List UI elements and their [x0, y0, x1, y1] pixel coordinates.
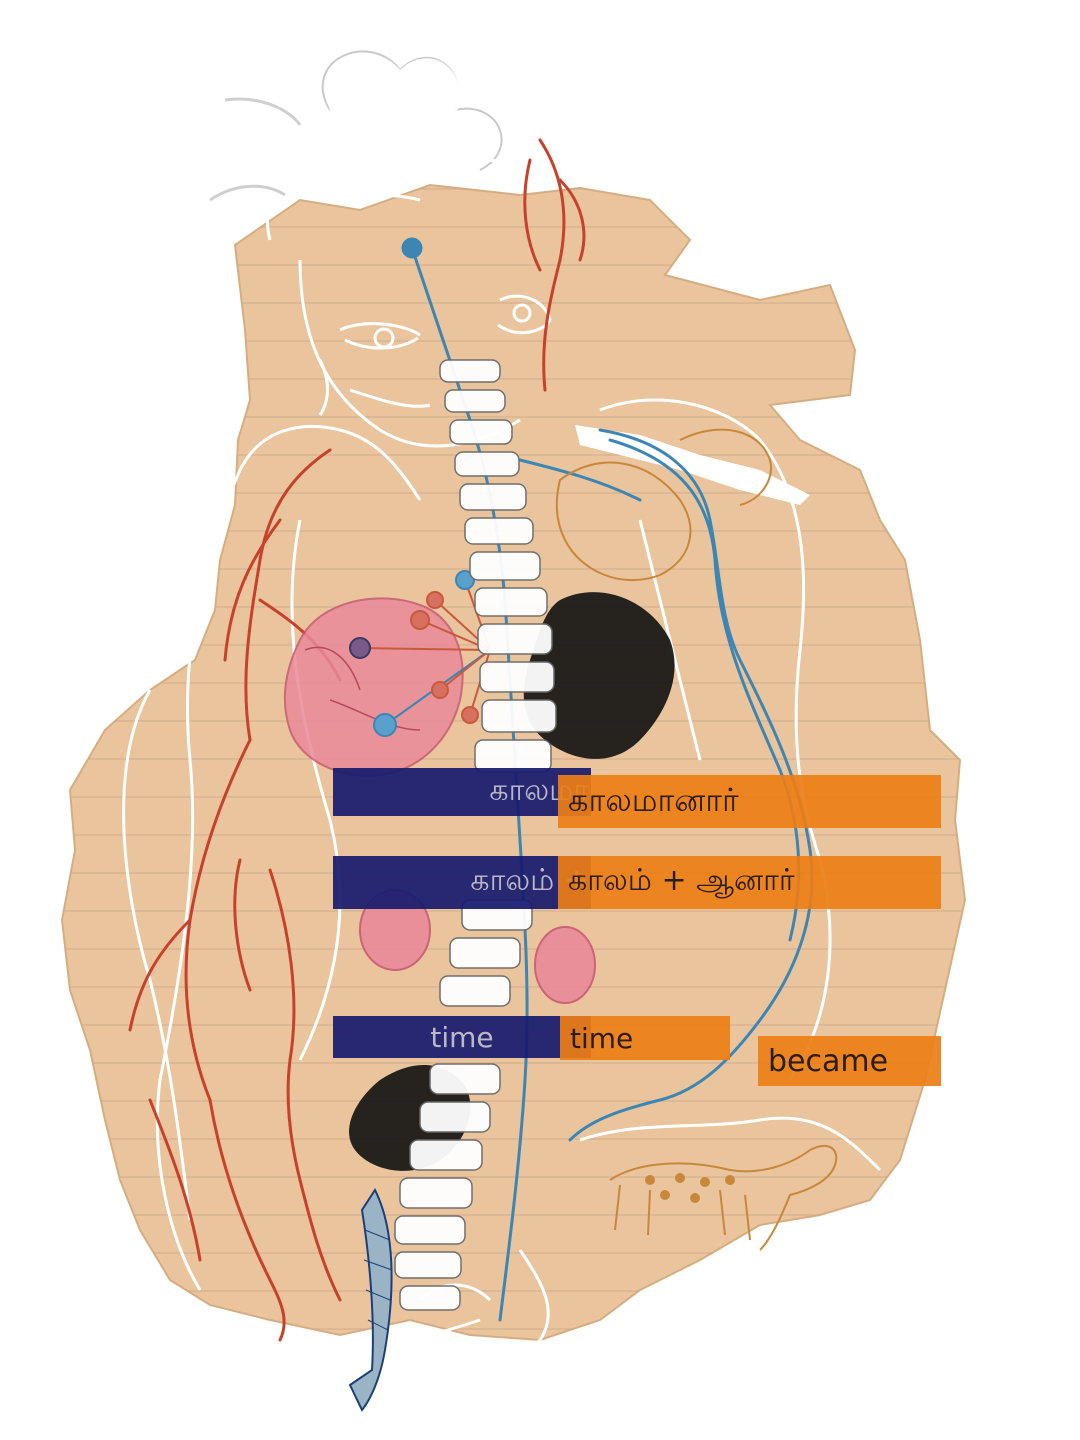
red-veins — [128, 138, 586, 1342]
label-time-navy: time — [333, 1016, 591, 1058]
label-became: became — [758, 1036, 941, 1086]
scapula-sketch — [555, 428, 772, 581]
lung-illustration — [283, 597, 464, 777]
spine-illustration — [394, 359, 557, 1311]
spotted-deer-illustration — [609, 1145, 838, 1251]
label-kalama: காலமா — [333, 768, 591, 816]
fish-illustration — [348, 1187, 393, 1412]
hair — [209, 50, 521, 241]
figure-outline — [89, 398, 882, 1357]
label-kalam-plus: காலம் + — [333, 856, 591, 909]
kidneys — [359, 889, 596, 1004]
label-kalamanar: காலமானார் — [558, 775, 941, 828]
label-time-orange: time — [560, 1016, 730, 1060]
label-kalam-plus-anar: காலம் + ஆனார் — [558, 856, 941, 909]
